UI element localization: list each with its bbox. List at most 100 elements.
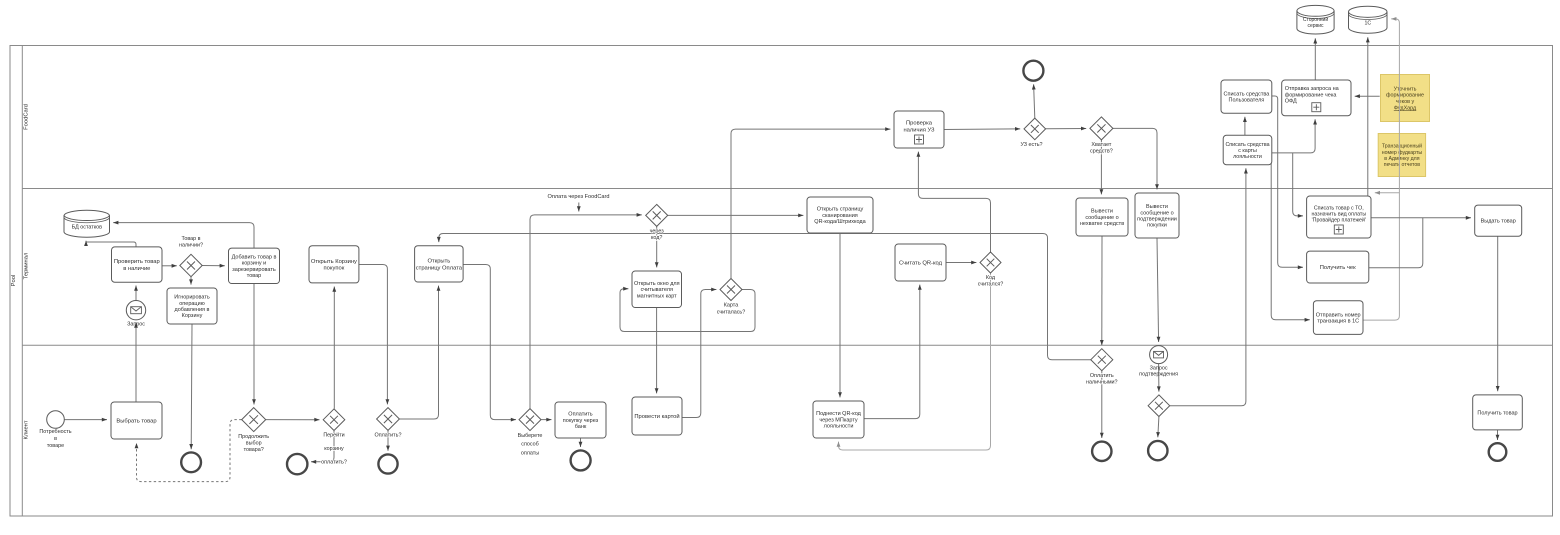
svg-text:Запрос: Запрос	[127, 322, 145, 328]
svg-text:Оплатить: Оплатить	[1090, 373, 1114, 379]
svg-text:Pool: Pool	[11, 275, 17, 287]
svg-text:Потребность: Потребность	[39, 429, 71, 435]
svg-text:назначить вид оплаты: назначить вид оплаты	[1311, 211, 1366, 217]
svg-text:Списать средства: Списать средства	[1224, 91, 1271, 97]
svg-text:страницу Оплата: страницу Оплата	[416, 265, 463, 271]
svg-text:Добавить товар в: Добавить товар в	[232, 254, 277, 260]
svg-text:товара?: товара?	[244, 447, 264, 453]
svg-text:чеков у: чеков у	[1396, 99, 1415, 105]
svg-text:сообщение о: сообщение о	[1085, 215, 1118, 221]
svg-text:номер фудкарты: номер фудкарты	[1382, 150, 1423, 156]
svg-text:подтверждении: подтверждении	[1137, 217, 1177, 223]
svg-text:ОФД: ОФД	[1285, 99, 1297, 105]
svg-text:в: в	[54, 436, 57, 442]
svg-text:Открыть страницу: Открыть страницу	[817, 207, 864, 213]
svg-text:Игнорировать: Игнорировать	[174, 295, 210, 301]
svg-text:способ: способ	[521, 442, 538, 448]
svg-text:через: через	[650, 229, 665, 235]
svg-text:сканирования: сканирования	[822, 213, 858, 219]
svg-text:Продолжить: Продолжить	[238, 434, 269, 440]
svg-text:товаре: товаре	[47, 443, 64, 449]
svg-text:Корзину: Корзину	[182, 313, 203, 319]
svg-text:операцию: операцию	[179, 301, 205, 307]
svg-text:средств?: средств?	[1090, 149, 1113, 155]
svg-text:FoodCard: FoodCard	[23, 104, 29, 130]
svg-text:покупку через: покупку через	[563, 418, 599, 424]
svg-text:наличии?: наличии?	[179, 242, 203, 248]
svg-text:Открыть окно для: Открыть окно для	[634, 281, 680, 287]
svg-text:УЗ есть?: УЗ есть?	[1020, 142, 1042, 148]
svg-text:Отправить номер: Отправить номер	[1316, 312, 1361, 318]
svg-text:корзину: корзину	[324, 446, 344, 452]
svg-text:Карта: Карта	[724, 303, 738, 309]
svg-text:печати отчетов: печати отчетов	[1384, 162, 1420, 168]
svg-text:корзину и: корзину и	[242, 261, 267, 267]
svg-text:Оплатить?: Оплатить?	[375, 433, 402, 439]
svg-text:в Админку для: в Админку для	[1384, 156, 1419, 162]
svg-text:формирование: формирование	[1386, 93, 1424, 99]
svg-text:Получить чек: Получить чек	[1320, 265, 1356, 271]
svg-text:Проверка: Проверка	[906, 121, 933, 127]
svg-text:считался?: считался?	[978, 281, 1004, 287]
svg-text:Списать товар с ТО,: Списать товар с ТО,	[1314, 205, 1364, 211]
svg-text:Вывести: Вывести	[1146, 204, 1168, 210]
svg-text:Сторонний: Сторонний	[1303, 16, 1329, 23]
svg-text:Открыть Корзину: Открыть Корзину	[311, 259, 357, 265]
svg-text:ФудХард: ФудХард	[1394, 105, 1417, 111]
svg-text:Код: Код	[986, 275, 996, 281]
svg-text:через МПкарту: через МПкарту	[819, 417, 858, 423]
svg-text:Отправка запроса на: Отправка запроса на	[1285, 86, 1340, 92]
svg-text:Оплатить: Оплатить	[568, 412, 593, 418]
svg-text:'Провайдер платежей': 'Провайдер платежей'	[1312, 216, 1366, 223]
svg-text:Считать QR-код: Считать QR-код	[899, 261, 943, 267]
svg-text:код?: код?	[651, 235, 662, 241]
svg-text:наличными?: наличными?	[1086, 380, 1118, 386]
svg-text:Списать средства: Списать средства	[1225, 142, 1269, 148]
svg-text:сообщение о: сообщение о	[1140, 210, 1173, 216]
svg-text:Запрос: Запрос	[1150, 365, 1168, 371]
svg-text:Получить товар: Получить товар	[1477, 410, 1517, 416]
svg-text:Товар в: Товар в	[181, 236, 200, 242]
svg-text:подтверждения: подтверждения	[1139, 372, 1178, 378]
svg-text:Хватает: Хватает	[1091, 142, 1112, 148]
svg-text:Клиент: Клиент	[23, 420, 29, 439]
svg-text:Перейти: Перейти	[323, 432, 344, 439]
svg-text:выбор: выбор	[246, 440, 262, 446]
svg-text:Выберете: Выберете	[518, 433, 543, 439]
svg-text:Выдать товар: Выдать товар	[1481, 219, 1516, 225]
svg-text:лояльности: лояльности	[1233, 154, 1262, 160]
svg-text:QR-кода/Штрихкода: QR-кода/Штрихкода	[814, 219, 866, 225]
svg-text:считалась?: считалась?	[717, 309, 746, 315]
svg-text:товар: товар	[247, 273, 262, 279]
svg-text:транзакция в 1С: транзакция в 1С	[1317, 319, 1359, 325]
svg-text:Терминал: Терминал	[23, 253, 29, 280]
svg-text:Вывести: Вывести	[1091, 209, 1113, 215]
svg-text:магнитных карт: магнитных карт	[637, 293, 677, 299]
svg-text:в наличие: в наличие	[123, 266, 150, 272]
svg-text:наличия УЗ: наличия УЗ	[903, 127, 935, 133]
svg-text:банк: банк	[575, 424, 587, 430]
svg-text:Пользователя: Пользователя	[1228, 98, 1264, 104]
svg-text:лояльности: лояльности	[824, 424, 854, 430]
svg-text:сервис: сервис	[1307, 23, 1324, 29]
svg-text:покупок: покупок	[324, 266, 345, 272]
svg-text:1С: 1С	[1364, 20, 1371, 26]
svg-text:покупки: покупки	[1147, 223, 1167, 229]
svg-text:Проверить товар: Проверить товар	[114, 259, 160, 265]
svg-text:Открыть: Открыть	[428, 259, 451, 265]
svg-text:с карты: с карты	[1238, 148, 1257, 154]
svg-text:нехватке средств: нехватке средств	[1080, 221, 1124, 227]
svg-text:Провести картой: Провести картой	[634, 413, 679, 420]
svg-text:зарезервировать: зарезервировать	[232, 267, 276, 273]
svg-text:считывателя: считывателя	[641, 287, 673, 293]
svg-text:Оплата через FoodCard: Оплата через FoodCard	[548, 194, 610, 200]
svg-text:оплатить?: оплатить?	[321, 460, 347, 466]
svg-text:оплаты: оплаты	[521, 451, 539, 457]
svg-text:Уточнить: Уточнить	[1394, 86, 1417, 92]
svg-text:Выбрать товар: Выбрать товар	[116, 419, 156, 425]
svg-text:добавления в: добавления в	[175, 307, 210, 313]
svg-text:Транзакционный: Транзакционный	[1382, 143, 1422, 150]
svg-text:Поднести QR-код: Поднести QR-код	[816, 411, 862, 417]
svg-text:формирование чека: формирование чека	[1285, 92, 1338, 98]
svg-text:БД остатков: БД остатков	[72, 224, 103, 230]
